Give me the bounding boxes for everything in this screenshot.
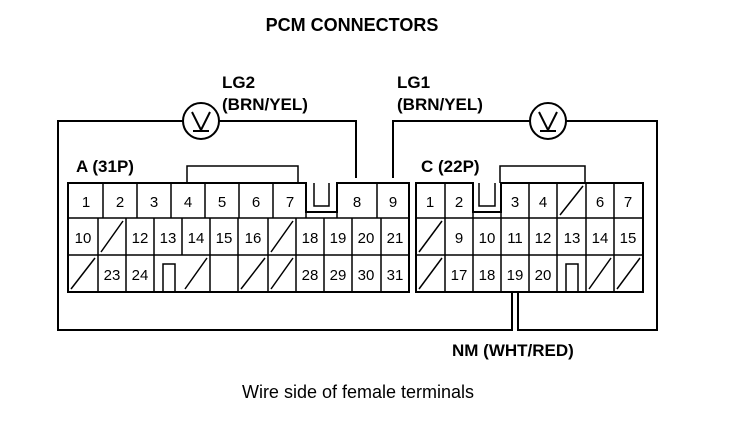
pin-a7: 7 — [286, 194, 294, 211]
pin-c19: 19 — [507, 267, 524, 284]
connector-c-label: C (22P) — [421, 157, 480, 176]
pin-a30: 30 — [358, 267, 375, 284]
pin-a14: 14 — [188, 230, 205, 247]
pin-c15: 15 — [620, 230, 637, 247]
pin-c2: 2 — [455, 194, 463, 211]
pin-a18: 18 — [302, 230, 319, 247]
pin-c18: 18 — [479, 267, 496, 284]
connector-a-pins: 1 2 3 4 5 6 7 8 9 10 12 13 14 15 16 18 1… — [75, 194, 404, 284]
probe-wiring — [57, 120, 658, 331]
pin-c11: 11 — [507, 230, 523, 247]
pin-c3: 3 — [511, 194, 519, 211]
pin-c7: 7 — [624, 194, 632, 211]
pin-a20: 20 — [358, 230, 375, 247]
pin-c14: 14 — [592, 230, 609, 247]
pin-a4: 4 — [184, 194, 192, 211]
pin-a23: 23 — [104, 267, 121, 284]
pin-a16: 16 — [245, 230, 262, 247]
connector-a-label: A (31P) — [76, 157, 134, 176]
pin-a8: 8 — [353, 194, 361, 211]
pin-a10: 10 — [75, 230, 92, 247]
nm-wire-label: NM (WHT/RED) — [452, 341, 574, 360]
pin-a28: 28 — [302, 267, 319, 284]
lg1-wire-label: (BRN/YEL) — [397, 95, 483, 114]
connector-c — [415, 182, 644, 293]
pin-c13: 13 — [564, 230, 581, 247]
pin-a24: 24 — [132, 267, 149, 284]
connector-c-lock-tab — [499, 165, 586, 183]
pin-a6: 6 — [252, 194, 260, 211]
lg1-label: LG1 — [397, 73, 430, 92]
connector-a-lock-tab — [186, 165, 299, 183]
pin-c6: 6 — [596, 194, 604, 211]
lg2-label: LG2 — [222, 73, 255, 92]
pin-c10: 10 — [479, 230, 496, 247]
connector-a — [67, 182, 410, 293]
voltmeter-lg1 — [529, 102, 567, 140]
diagram-title: PCM CONNECTORS — [266, 15, 439, 35]
pin-a19: 19 — [330, 230, 347, 247]
pin-c4: 4 — [539, 194, 547, 211]
pin-a15: 15 — [216, 230, 233, 247]
pin-a2: 2 — [116, 194, 124, 211]
pin-c9: 9 — [455, 230, 463, 247]
pin-a29: 29 — [330, 267, 347, 284]
pin-a9: 9 — [389, 194, 397, 211]
pin-a12: 12 — [132, 230, 149, 247]
pin-c12: 12 — [535, 230, 552, 247]
lg2-wire-label: (BRN/YEL) — [222, 95, 308, 114]
pin-a5: 5 — [218, 194, 226, 211]
pin-a21: 21 — [387, 230, 404, 247]
pin-c20: 20 — [535, 267, 552, 284]
caption: Wire side of female terminals — [242, 382, 474, 402]
pin-a31: 31 — [387, 267, 404, 284]
pin-a13: 13 — [160, 230, 177, 247]
pin-a1: 1 — [82, 194, 90, 211]
pin-c1: 1 — [426, 194, 434, 211]
voltmeter-lg2 — [182, 102, 220, 140]
connector-c-pins: 1 2 3 4 6 7 9 10 11 12 13 14 15 17 18 19… — [426, 194, 637, 284]
pin-c17: 17 — [451, 267, 468, 284]
pin-a3: 3 — [150, 194, 158, 211]
